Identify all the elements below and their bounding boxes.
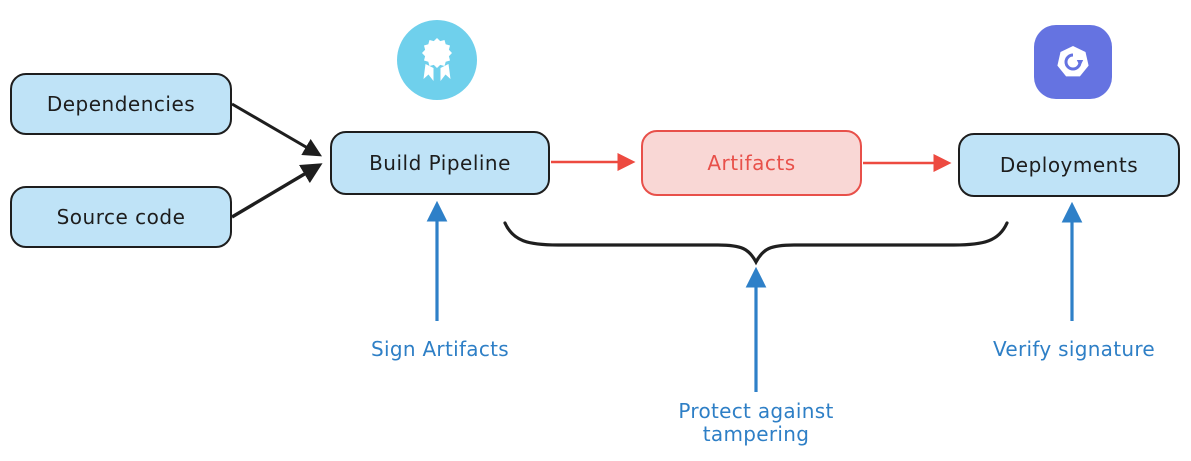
- node-artifacts: Artifacts: [641, 130, 862, 196]
- curly-brace: [503, 221, 1009, 266]
- arrow-source-to-build: [231, 163, 323, 219]
- annotation-protect-tampering: Protect against tampering: [678, 399, 834, 446]
- node-deployments-label: Deployments: [999, 153, 1139, 177]
- node-deployments: Deployments: [958, 133, 1180, 197]
- node-source-code-label: Source code: [56, 205, 186, 229]
- annotation-verify-signature: Verify signature: [992, 337, 1156, 361]
- node-build-pipeline-label: Build Pipeline: [369, 151, 511, 175]
- node-source-code: Source code: [10, 186, 232, 248]
- deploy-refresh-icon: [1034, 25, 1112, 99]
- arrow-dependencies-to-build: [231, 102, 323, 157]
- node-dependencies: Dependencies: [10, 73, 232, 135]
- node-dependencies-label: Dependencies: [46, 92, 196, 116]
- annotation-sign-artifacts: Sign Artifacts: [370, 337, 510, 361]
- award-badge-icon: [397, 20, 477, 100]
- node-build-pipeline: Build Pipeline: [330, 131, 550, 195]
- node-artifacts-label: Artifacts: [707, 151, 796, 175]
